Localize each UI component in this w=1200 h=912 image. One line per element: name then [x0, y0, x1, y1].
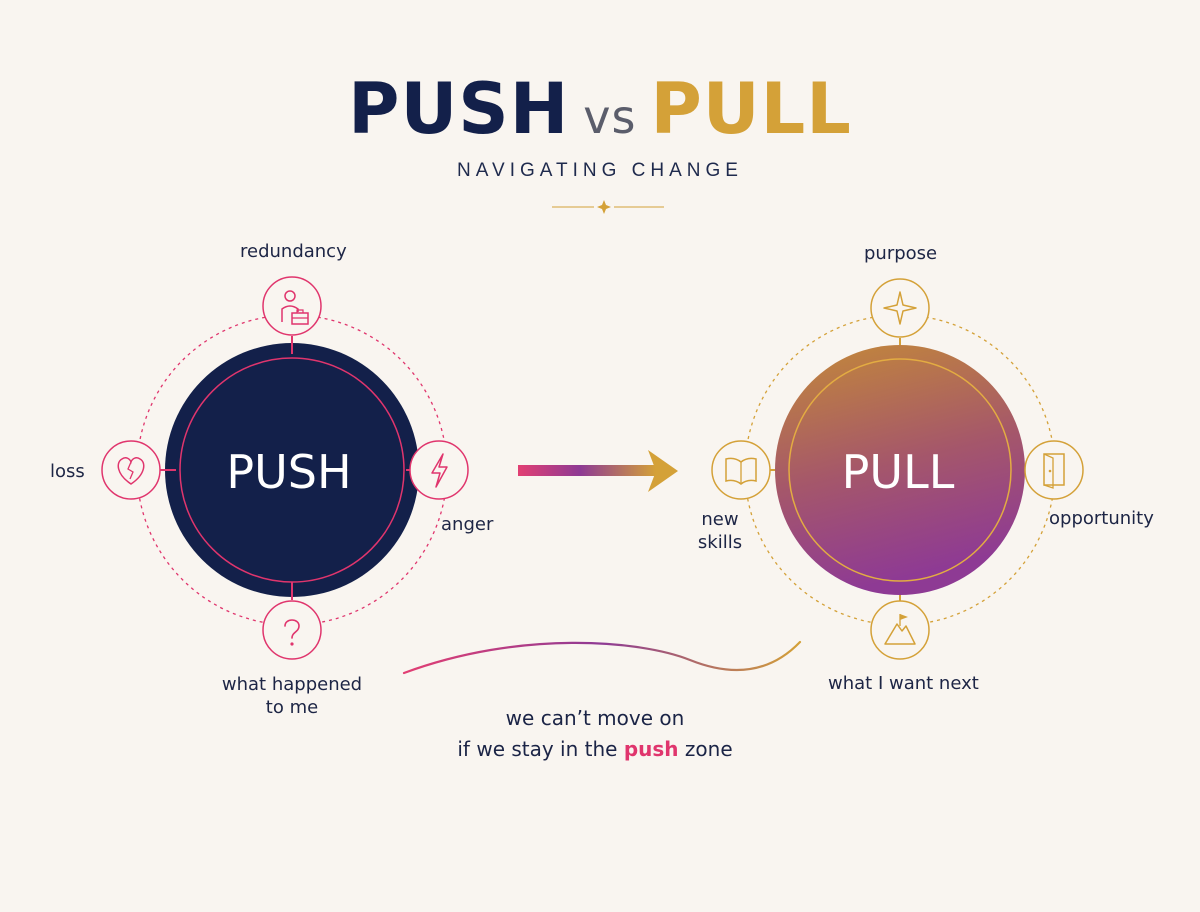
caption-line2-post: zone — [684, 737, 733, 761]
subtitle-divider — [552, 200, 664, 214]
caption: we can’t move on if we stay in the push … — [360, 703, 830, 765]
push-factor-anger: anger — [441, 514, 494, 535]
push-factor-redundancy: redundancy — [240, 241, 347, 262]
connecting-wave — [402, 640, 802, 675]
question-icon — [262, 600, 322, 660]
title-pull: PULL — [650, 68, 852, 150]
pull-group — [711, 278, 1084, 660]
pull-factor-new-skills: new skills — [690, 508, 750, 554]
page-subtitle: NAVIGATING CHANGE — [457, 160, 743, 181]
push-to-pull-arrow — [518, 450, 678, 492]
push-group — [101, 276, 469, 660]
caption-line2-pre: if we stay in the — [457, 737, 618, 761]
open-book-icon — [711, 440, 771, 500]
divider-sparkle-icon — [597, 200, 611, 214]
pull-core-label: PULL — [842, 445, 955, 499]
title-vs: vs — [583, 90, 637, 144]
person-briefcase-icon — [262, 276, 322, 336]
push-factor-what-happened: what happened to me — [192, 673, 392, 719]
pull-core-circle — [775, 345, 1025, 595]
pull-factor-new-skills-line1: new — [701, 509, 739, 530]
caption-highlight: push — [623, 737, 679, 761]
push-factor-what-happened-line2: to me — [265, 697, 319, 718]
push-factor-what-happened-line1: what happened — [221, 674, 363, 695]
pull-factor-new-skills-line2: skills — [697, 532, 743, 553]
caption-line2: if we stay in the push zone — [360, 734, 830, 765]
broken-heart-icon — [101, 440, 161, 500]
pull-factor-what-i-want-next: what I want next — [828, 673, 979, 694]
caption-line1: we can’t move on — [505, 706, 685, 730]
mountain-flag-icon — [870, 600, 930, 660]
pull-factor-purpose: purpose — [864, 243, 938, 264]
title-push: PUSH — [348, 68, 570, 150]
sparkle-icon — [870, 278, 930, 338]
push-core-circle — [165, 343, 419, 597]
lightning-icon — [409, 440, 469, 500]
pull-factor-opportunity: opportunity — [1049, 508, 1154, 529]
push-core-label: PUSH — [226, 445, 351, 499]
pull-inner-ring — [788, 358, 1012, 582]
push-factor-loss: loss — [50, 461, 85, 482]
door-icon — [1024, 440, 1084, 500]
